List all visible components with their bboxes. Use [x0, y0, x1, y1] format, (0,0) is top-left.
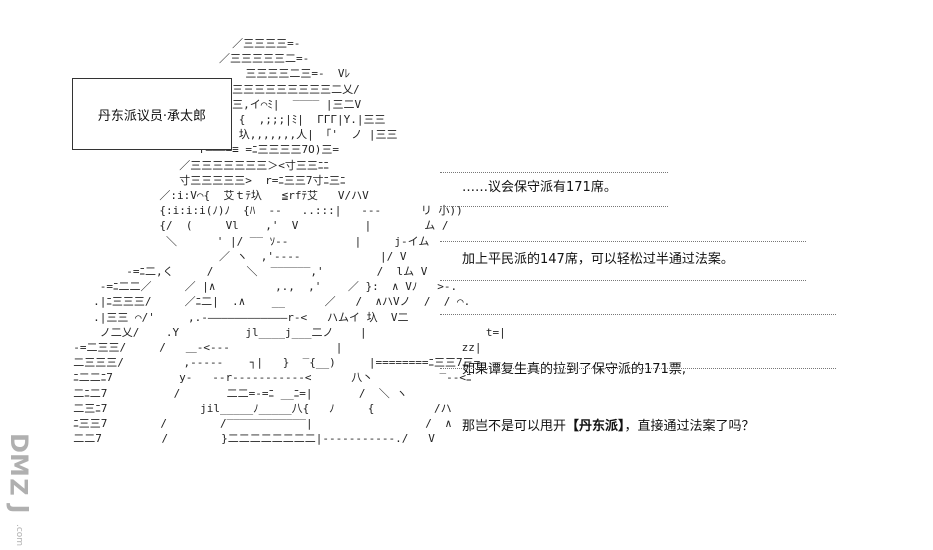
watermark-letter-4: J: [5, 504, 33, 514]
watermark-letter-2: M: [4, 453, 33, 477]
speech-bubble-3-bottom-border: [440, 368, 836, 369]
speech-bubble-3-text: 如果谭复生真的拉到了保守派的171票, 那岂不是可以甩开【丹东派】，直接通过法案…: [462, 322, 755, 455]
watermark-domain: .com: [14, 523, 24, 547]
watermark-letter-3: Z: [5, 478, 33, 496]
character-name-label: 丹东派议员·承太郎: [97, 108, 207, 124]
faction-name-highlight: 【丹东派】: [566, 419, 625, 434]
speech-bubble-3-top-border: [440, 314, 836, 315]
speech-bubble-3-line-2-end: ，直接通过法案了吗？: [624, 419, 755, 434]
speech-bubble-1-bottom-border: [440, 206, 668, 207]
speech-bubble-2-bottom-border: [440, 280, 806, 281]
speech-bubble-3-line-2-start: 那岂不是可以甩开: [462, 419, 567, 434]
speech-bubble-2-top-border: [440, 241, 806, 242]
speech-bubble-1-top-border: [440, 172, 668, 173]
watermark-letter-1: D: [4, 433, 33, 453]
character-name-box: 丹东派议员·承太郎: [72, 78, 232, 150]
speech-bubble-3-line-2: 那岂不是可以甩开【丹东派】，直接通过法案了吗？: [462, 417, 755, 436]
site-watermark: D M Z J .com: [4, 432, 34, 546]
speech-bubble-1-text: ……议会保守派有171席。: [462, 180, 617, 195]
speech-bubble-2-text: 加上平民派的147席，可以轻松过半通过法案。: [462, 252, 734, 267]
speech-bubble-3-line-1: 如果谭复生真的拉到了保守派的171票,: [462, 362, 686, 377]
